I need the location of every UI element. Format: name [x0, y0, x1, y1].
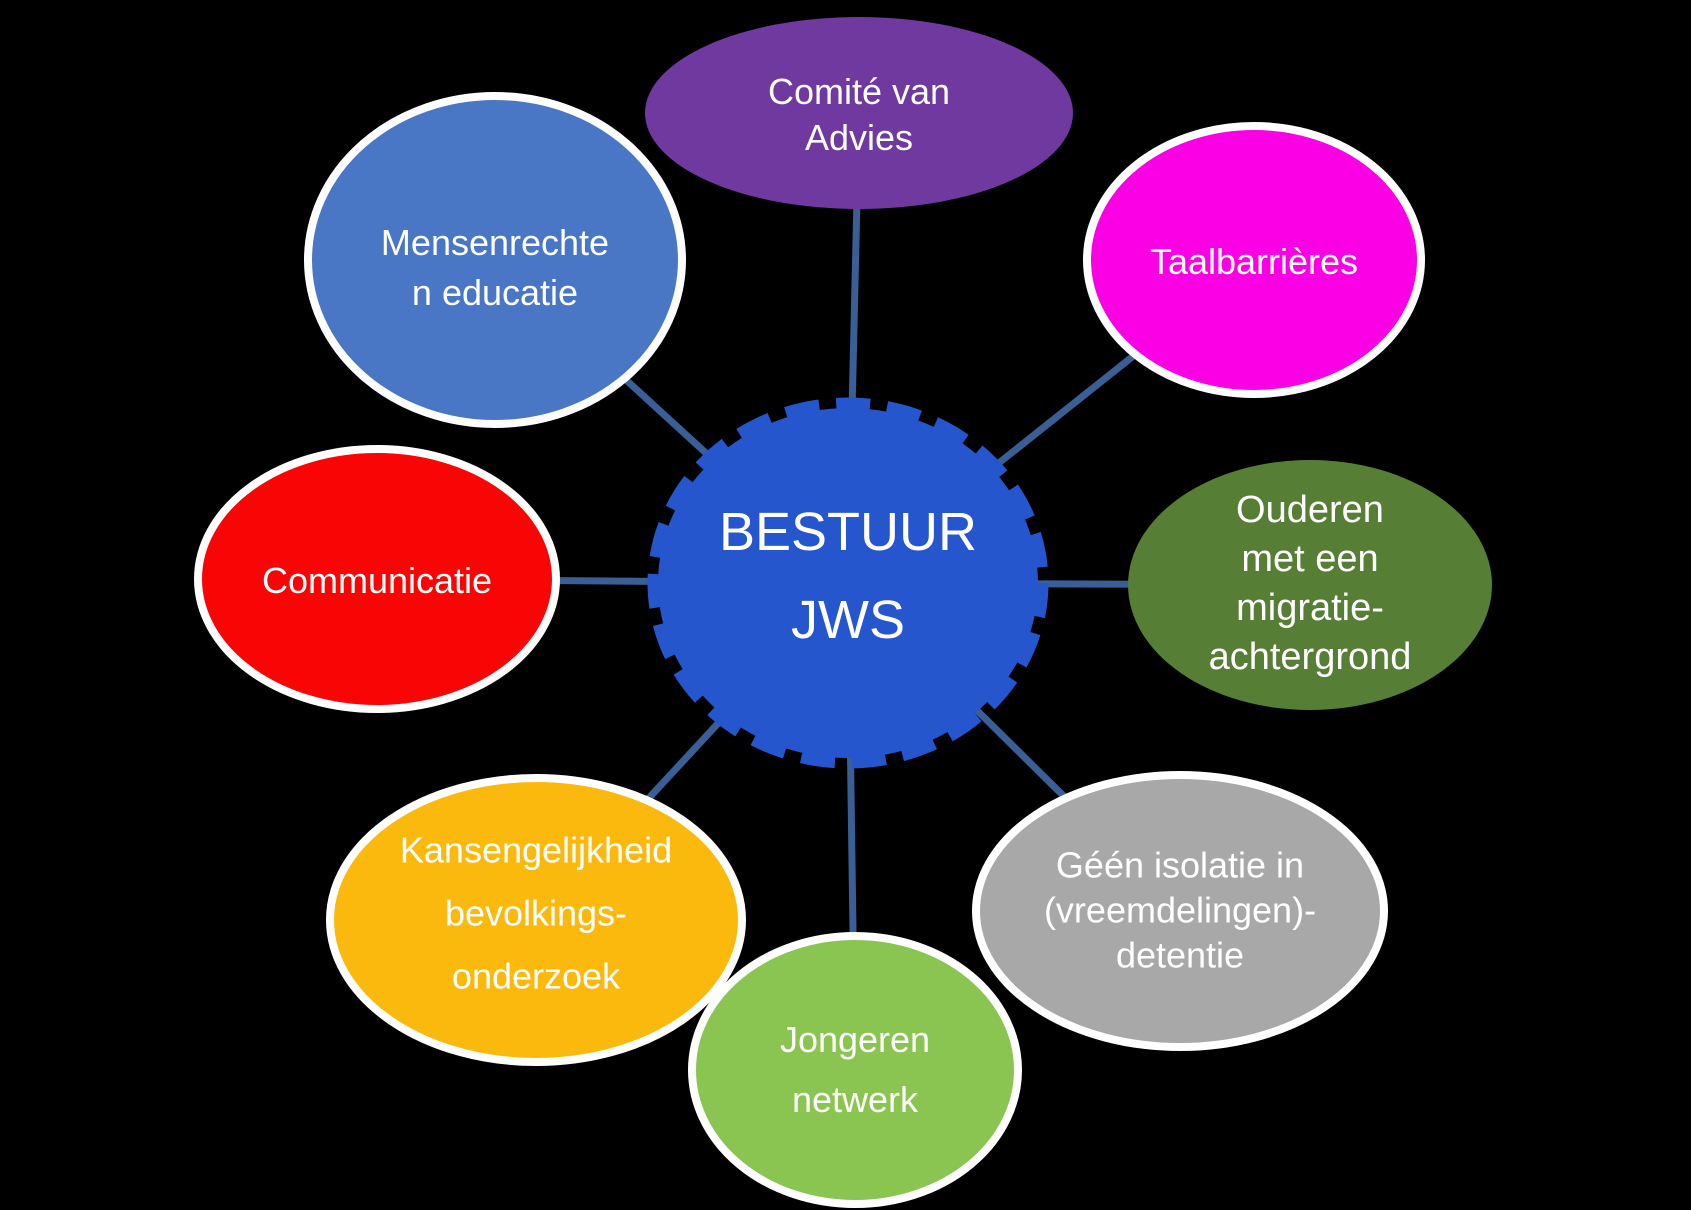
hub-dashed-ring [647, 397, 1049, 769]
node-taalbarrieres-shape [1083, 122, 1425, 398]
node-geen-isolatie-detentie-shape [972, 771, 1388, 1051]
node-mensenrechten-educatie-shape [304, 92, 686, 428]
node-jongeren-netwerk-shape [688, 932, 1022, 1208]
node-communicatie-shape [194, 445, 560, 713]
node-ouderen-migratie-achtergrond-shape [1128, 460, 1492, 710]
satellite-shapes [194, 17, 1492, 1208]
node-kansengelijkheid-onderzoek-shape [326, 774, 746, 1066]
hub-shape-group [647, 397, 1049, 769]
node-hub-shape [658, 408, 1038, 758]
node-comite-van-advies-shape [645, 17, 1073, 209]
